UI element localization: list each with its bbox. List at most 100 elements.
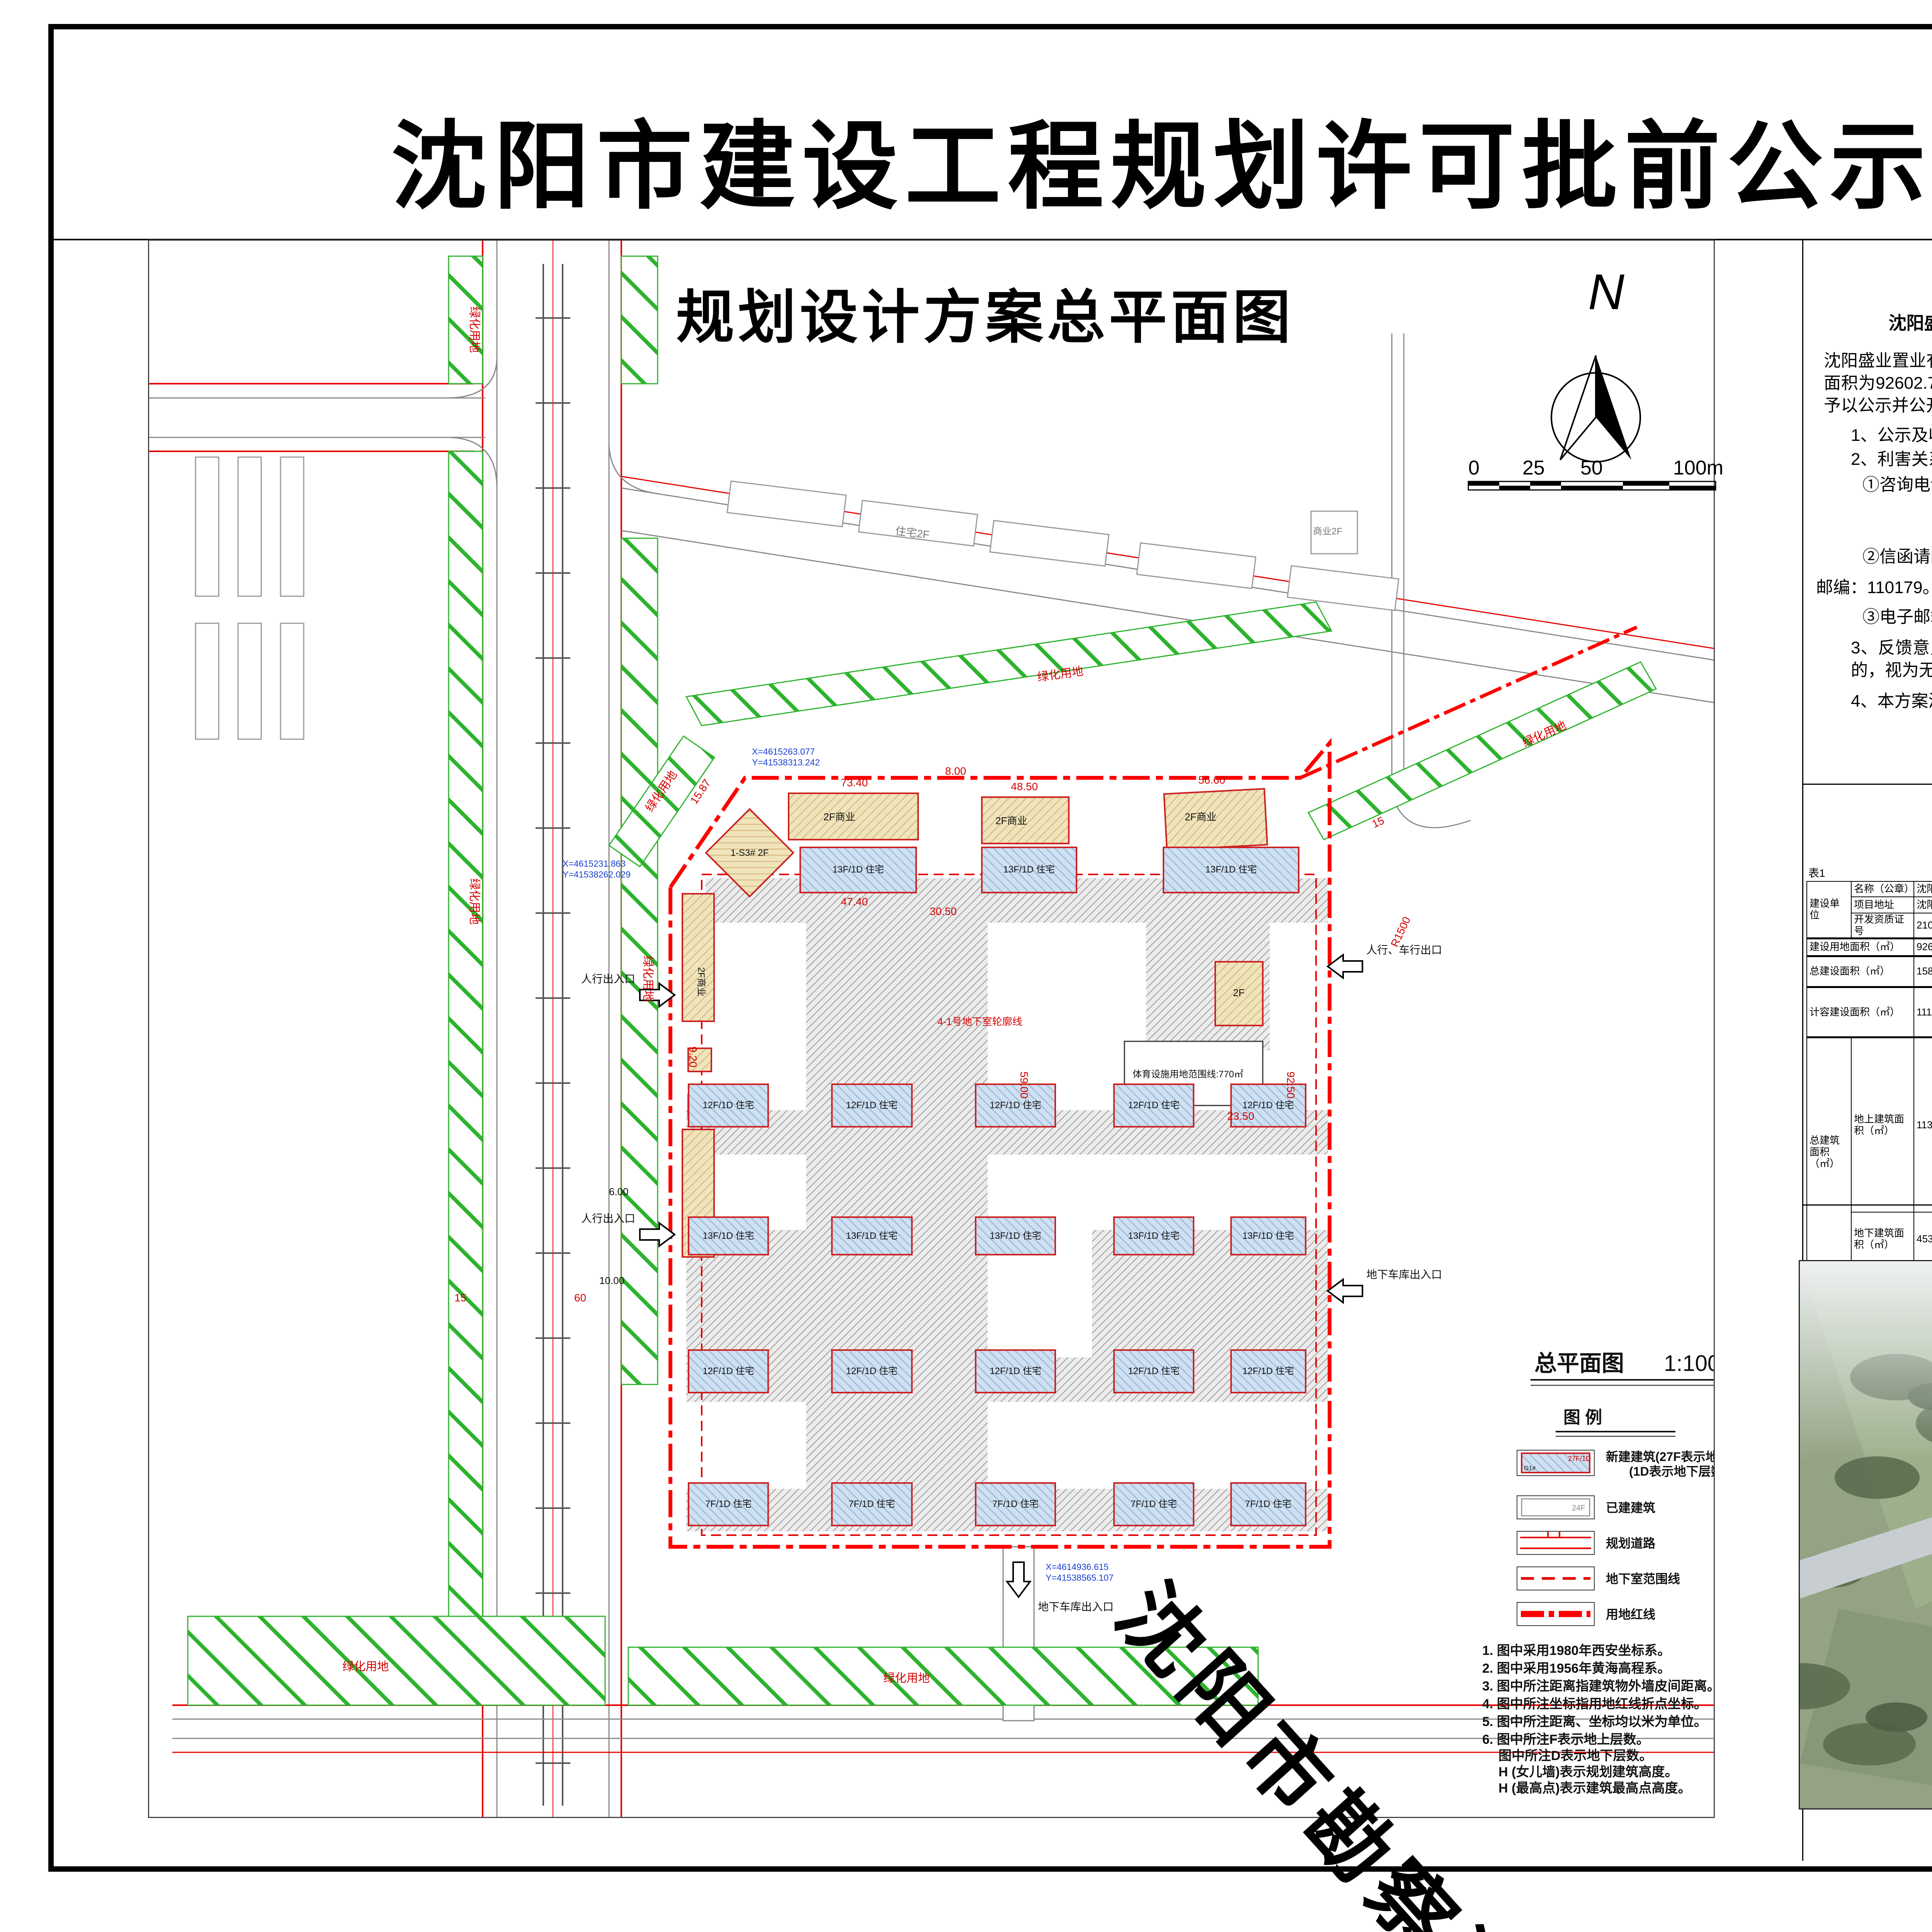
notice-paragraph: 沈阳盛业置业有限责任公司开发的浑南区全运五路123号的居住、商业项目，规划用地性…	[1824, 351, 1932, 415]
scale-25: 25	[1522, 457, 1545, 479]
basement-outline-label: 4-1号地下室轮廓线	[937, 1016, 1022, 1027]
kindergarten-label: 2F	[1233, 987, 1245, 998]
svg-text:12F/1D 住宅: 12F/1D 住宅	[702, 1100, 754, 1111]
com-label-4: 2F商业	[696, 967, 706, 997]
site-plan-drawing: 4-1号地下室轮廓线 住宅2F 商业2F 1-S3# 2F 2F商业 2F商业 …	[148, 240, 1759, 1818]
svg-text:5. 图中所注距离、坐标均以米为单位。: 5. 图中所注距离、坐标均以米为单位。	[1482, 1714, 1707, 1729]
svg-text:2. 图中采用1956年黄海高程系。: 2. 图中采用1956年黄海高程系。	[1482, 1661, 1670, 1676]
north-arrow: N	[1530, 263, 1662, 502]
aerial-render	[1750, 1260, 1932, 1810]
svg-text:新建建筑(27F表示地上层数): 新建建筑(27F表示地上层数)	[1606, 1450, 1714, 1464]
svg-text:H (最高点)表示建筑最高点高度。: H (最高点)表示建筑最高点高度。	[1498, 1781, 1691, 1796]
svg-text:绿化用地: 绿化用地	[468, 306, 481, 353]
svg-text:绿化用地: 绿化用地	[468, 878, 481, 925]
svg-text:4. 图中所注坐标指用地红线折点坐标。: 4. 图中所注坐标指用地红线折点坐标。	[1482, 1697, 1707, 1711]
diamond-label: 1-S3# 2F	[731, 848, 769, 858]
svg-text:10.00: 10.00	[599, 1275, 624, 1286]
notice-email: ③电子邮箱：1271762424@qq.com。	[1862, 607, 1932, 626]
svg-text:13F/1D 住宅: 13F/1D 住宅	[990, 1231, 1041, 1241]
svg-text:人行、车行出口: 人行、车行出口	[1366, 944, 1442, 956]
table-tag: 表1	[1808, 867, 1825, 879]
svg-text:7F/1D 住宅: 7F/1D 住宅	[1131, 1499, 1177, 1509]
svg-text:6. 图中所注F表示地上层数。: 6. 图中所注F表示地上层数。	[1482, 1732, 1650, 1747]
svg-text:27F/1D: 27F/1D	[1568, 1455, 1591, 1463]
svg-text:X=4615263.077: X=4615263.077	[752, 747, 815, 757]
svg-text:地下车库出入口: 地下车库出入口	[1038, 1601, 1114, 1613]
svg-text:Y=41538262.029: Y=41538262.029	[563, 869, 631, 879]
notice-item-1: 1、公示及收集意见日期：2019年5月20日--2019年5月31日（10个工作…	[1851, 426, 1932, 445]
residential-buildings	[688, 847, 1306, 1526]
com-label-1: 2F商业	[823, 811, 855, 823]
svg-text:12F/1D 住宅: 12F/1D 住宅	[702, 1366, 754, 1376]
svg-text:地下室范围线: 地下室范围线	[1606, 1572, 1680, 1586]
svg-text:13F/1D 住宅: 13F/1D 住宅	[702, 1231, 754, 1241]
svg-text:1. 图中采用1980年西安坐标系。: 1. 图中采用1980年西安坐标系。	[1482, 1643, 1670, 1658]
svg-text:13F/1D 住宅: 13F/1D 住宅	[832, 864, 884, 875]
entrance-labels: 人行出入口 人行出入口 人行、车行出口 地下车库出入口 地下车库出入口	[581, 944, 1442, 1613]
notice-subtitle: 沈阳盛业置业有限责任公司位于浑南区全运五路123号的居住、商业项目规划许可批前公…	[1888, 313, 1932, 333]
svg-text:总平面图: 总平面图	[1534, 1351, 1624, 1376]
svg-text:13F/1D 住宅: 13F/1D 住宅	[846, 1231, 897, 1241]
notice-phone-approve: ①咨询电话：审批部门：沈阳市自然资源局浑南分局，024-24820955；	[1862, 475, 1932, 494]
existing-com-label: 商业2F	[1313, 526, 1342, 537]
svg-text:1:1000: 1:1000	[1664, 1351, 1714, 1376]
svg-text:规划道路: 规划道路	[1606, 1536, 1656, 1550]
svg-text:人行出入口: 人行出入口	[581, 973, 635, 985]
svg-text:12F/1D 住宅: 12F/1D 住宅	[990, 1366, 1041, 1376]
notice-item-2: 2、利害关系人可在公示有效期内通过以下途径咨询或提出意见：	[1851, 450, 1932, 469]
svg-text:13F/1D 住宅: 13F/1D 住宅	[1242, 1231, 1294, 1241]
svg-text:47.40: 47.40	[841, 896, 868, 908]
svg-text:7F/1D 住宅: 7F/1D 住宅	[849, 1499, 895, 1509]
svg-text:23.50: 23.50	[1227, 1110, 1254, 1122]
site-red-line	[668, 738, 1332, 1549]
map-caption: 总平面图 1:1000	[1531, 1351, 1757, 1386]
sports-label: 体育设施用地范围线:770㎡	[1133, 1069, 1243, 1080]
scale-100: 100m	[1673, 457, 1723, 479]
svg-text:已建建筑: 已建建筑	[1606, 1501, 1655, 1515]
economic-indicator-table: 建设单位 名称（公章） 沈阳盛业置业有限责任公司 设计单位 名称（公章） 沈阳市…	[1806, 881, 1932, 1314]
svg-text:48.50: 48.50	[1011, 781, 1038, 793]
notice-indicator-divider	[1803, 784, 1932, 785]
svg-text:73.40: 73.40	[841, 777, 868, 789]
legend-title: 图 例	[1563, 1408, 1602, 1427]
notice-item-4: 4、本方案涉及的利害关系人依法享有听证权。	[1851, 692, 1932, 711]
svg-text:12F/1D 住宅: 12F/1D 住宅	[990, 1100, 1041, 1111]
svg-text:59.00: 59.00	[1018, 1071, 1030, 1099]
render-divider	[1803, 1204, 1932, 1206]
svg-text:6.00: 6.00	[609, 1186, 629, 1197]
svg-text:H (女儿墙)表示规划建筑高度。: H (女儿墙)表示规划建筑高度。	[1498, 1764, 1678, 1779]
svg-text:7F/1D 住宅: 7F/1D 住宅	[1245, 1499, 1291, 1509]
svg-text:12F/1D 住宅: 12F/1D 住宅	[1128, 1100, 1179, 1111]
svg-text:G1#: G1#	[1524, 1465, 1536, 1472]
svg-text:用地红线: 用地红线	[1606, 1607, 1655, 1621]
svg-text:Y=41538313.242: Y=41538313.242	[752, 757, 820, 767]
svg-text:15: 15	[454, 1292, 466, 1304]
svg-text:12F/1D 住宅: 12F/1D 住宅	[1242, 1366, 1294, 1376]
svg-text:7F/1D 住宅: 7F/1D 住宅	[992, 1499, 1039, 1509]
svg-text:12F/1D 住宅: 12F/1D 住宅	[846, 1100, 897, 1111]
indicators-title: 主要经济技术指标	[1802, 791, 1932, 862]
entrance-arrows	[639, 953, 1363, 1599]
scale-0: 0	[1468, 457, 1480, 479]
svg-text:绿化用地: 绿化用地	[641, 956, 654, 1002]
svg-text:9.20: 9.20	[687, 1046, 699, 1068]
plan-notes: 1. 图中采用1980年西安坐标系。 2. 图中采用1956年黄海高程系。 3.…	[1482, 1643, 1720, 1796]
ne-redline	[1299, 625, 1638, 780]
svg-text:13F/1D 住宅: 13F/1D 住宅	[1128, 1231, 1179, 1241]
com-label-3: 2F商业	[1185, 811, 1216, 823]
parking-stalls	[195, 456, 304, 740]
svg-text:60: 60	[574, 1292, 586, 1304]
scale-50: 50	[1580, 457, 1603, 479]
svg-text:3. 图中所注距离指建筑物外墙皮间距离。: 3. 图中所注距离指建筑物外墙皮间距离。	[1482, 1679, 1714, 1694]
svg-text:图中所注D表示地下层数。: 图中所注D表示地下层数。	[1498, 1748, 1653, 1763]
svg-text:X=4614936.615: X=4614936.615	[1046, 1562, 1109, 1572]
svg-text:12F/1D 住宅: 12F/1D 住宅	[1242, 1100, 1294, 1111]
legend: 图 例 27F/1D G1# 新建建筑(27F表示地上层数) (1D表示地下层数…	[1517, 1408, 1759, 1626]
plan-title: 规划设计方案总平面图	[676, 286, 1294, 350]
black-dims: 6.00 10.00	[599, 1186, 629, 1286]
coordinate-labels: X=4615263.077 Y=41538313.242 X=4615231.8…	[563, 747, 1114, 1583]
sheet-frame	[48, 24, 1932, 1872]
aerial-roads	[1792, 1517, 1932, 1601]
svg-text:13F/1D 住宅: 13F/1D 住宅	[1003, 864, 1054, 875]
svg-text:7F/1D 住宅: 7F/1D 住宅	[705, 1499, 752, 1509]
